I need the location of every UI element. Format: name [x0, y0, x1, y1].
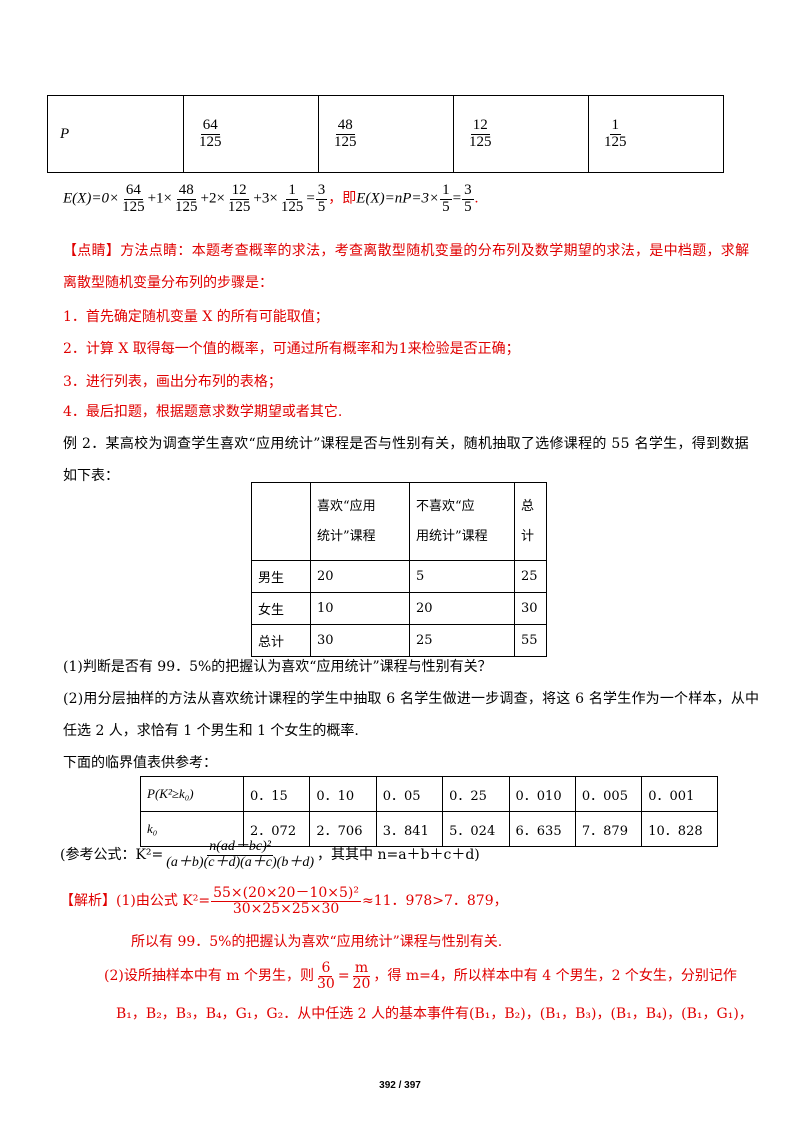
row-label: 总计: [251, 624, 311, 657]
reference-note: 下面的临界值表供参考：: [63, 755, 217, 771]
cell: 7．879: [574, 811, 643, 847]
cell: 5．024: [442, 811, 510, 847]
reference-formula: (参考公式：K²=n(ad－bc)²(a＋b)(c＋d)(a＋c)(b＋d)，其…: [60, 839, 480, 870]
cell: 25: [409, 624, 515, 657]
header-total: 总计: [514, 482, 547, 561]
cell: 0．15: [242, 776, 311, 812]
row-label: 男生: [251, 560, 311, 593]
cell: 25: [514, 560, 547, 593]
table-row: 总计 30 25 55: [251, 624, 547, 657]
tip-line-1: 【点睛】方法点睛：本题考查概率的求法，考查离散型随机变量的分布列及数学期望的求法…: [63, 243, 750, 259]
prob-label-cell: P: [47, 95, 184, 173]
example-line-1: 例 2．某高校为调查学生喜欢“应用统计”课程是否与性别有关，随机抽取了选修课程的…: [63, 436, 749, 452]
row-label: k₀: [140, 811, 244, 847]
header-like: 喜欢“应用统计”课程: [310, 482, 410, 561]
cell: 0．25: [442, 776, 510, 812]
row-label: P(K²≥k₀): [140, 776, 244, 812]
cell: 3．841: [375, 811, 444, 847]
cell: 30: [310, 624, 410, 657]
question-1: (1)判断是否有 99．5%的把握认为喜欢“应用统计”课程与性别有关？: [63, 659, 492, 675]
cell: 6．635: [508, 811, 576, 847]
cell: 0．10: [309, 776, 377, 812]
solution-events: B₁，B₂，B₃，B₄，G₁，G₂．从中任选 2 人的基本事件有(B₁，B₂)，…: [116, 1006, 753, 1022]
cell: 20: [409, 592, 515, 625]
row-label: 女生: [251, 592, 311, 625]
tip-line-2: 离散型随机变量分布列的步骤是：: [63, 275, 273, 291]
tip-step-3: 3．进行列表，画出分布列的表格；: [63, 374, 282, 390]
tip-step-4: 4．最后扣题，根据题意求数学期望或者其它.: [63, 404, 343, 420]
cell: 0．05: [375, 776, 444, 812]
cell: 5: [409, 560, 515, 593]
tip-step-1: 1．首先确定随机变量 X 的所有可能取值；: [63, 309, 329, 325]
cell: 55: [514, 624, 547, 657]
survey-table: 喜欢“应用统计”课程 不喜欢“应用统计”课程 总计 男生 20 5 25 女生 …: [251, 482, 547, 657]
header-empty: [251, 482, 311, 561]
tip-step-2: 2．计算 X 取得每一个值的概率，可通过所有概率和为1来检验是否正确；: [63, 341, 520, 357]
header-dislike: 不喜欢“应用统计”课程: [409, 482, 515, 561]
table-row: 男生 20 5 25: [251, 560, 547, 593]
cell: 0．010: [508, 776, 576, 812]
question-2a: (2)用分层抽样的方法从喜欢统计课程的学生中抽取 6 名学生做进一步调查，将这 …: [63, 691, 760, 707]
solution-conclusion-1: 所以有 99．5%的把握认为喜欢“应用统计”课程与性别有关.: [131, 934, 503, 950]
table-row: k₀ 2．072 2．706 3．841 5．024 6．635 7．879 1…: [140, 811, 718, 847]
cell: 20: [310, 560, 410, 593]
table-row: P(K²≥k₀) 0．15 0．10 0．05 0．25 0．010 0．005…: [140, 776, 718, 812]
cell: 10: [310, 592, 410, 625]
table-row: 女生 10 20 30: [251, 592, 547, 625]
cell: 0．005: [574, 776, 643, 812]
cell: 10．828: [641, 811, 718, 847]
critical-value-table: P(K²≥k₀) 0．15 0．10 0．05 0．25 0．010 0．005…: [140, 776, 718, 847]
example-line-2: 如下表：: [63, 468, 119, 484]
cell: 30: [514, 592, 547, 625]
question-2b: 任选 2 人，求恰有 1 个男生和 1 个女生的概率.: [63, 723, 359, 739]
cell: 0．001: [641, 776, 718, 812]
page-number: 392 / 397: [379, 1080, 421, 1091]
